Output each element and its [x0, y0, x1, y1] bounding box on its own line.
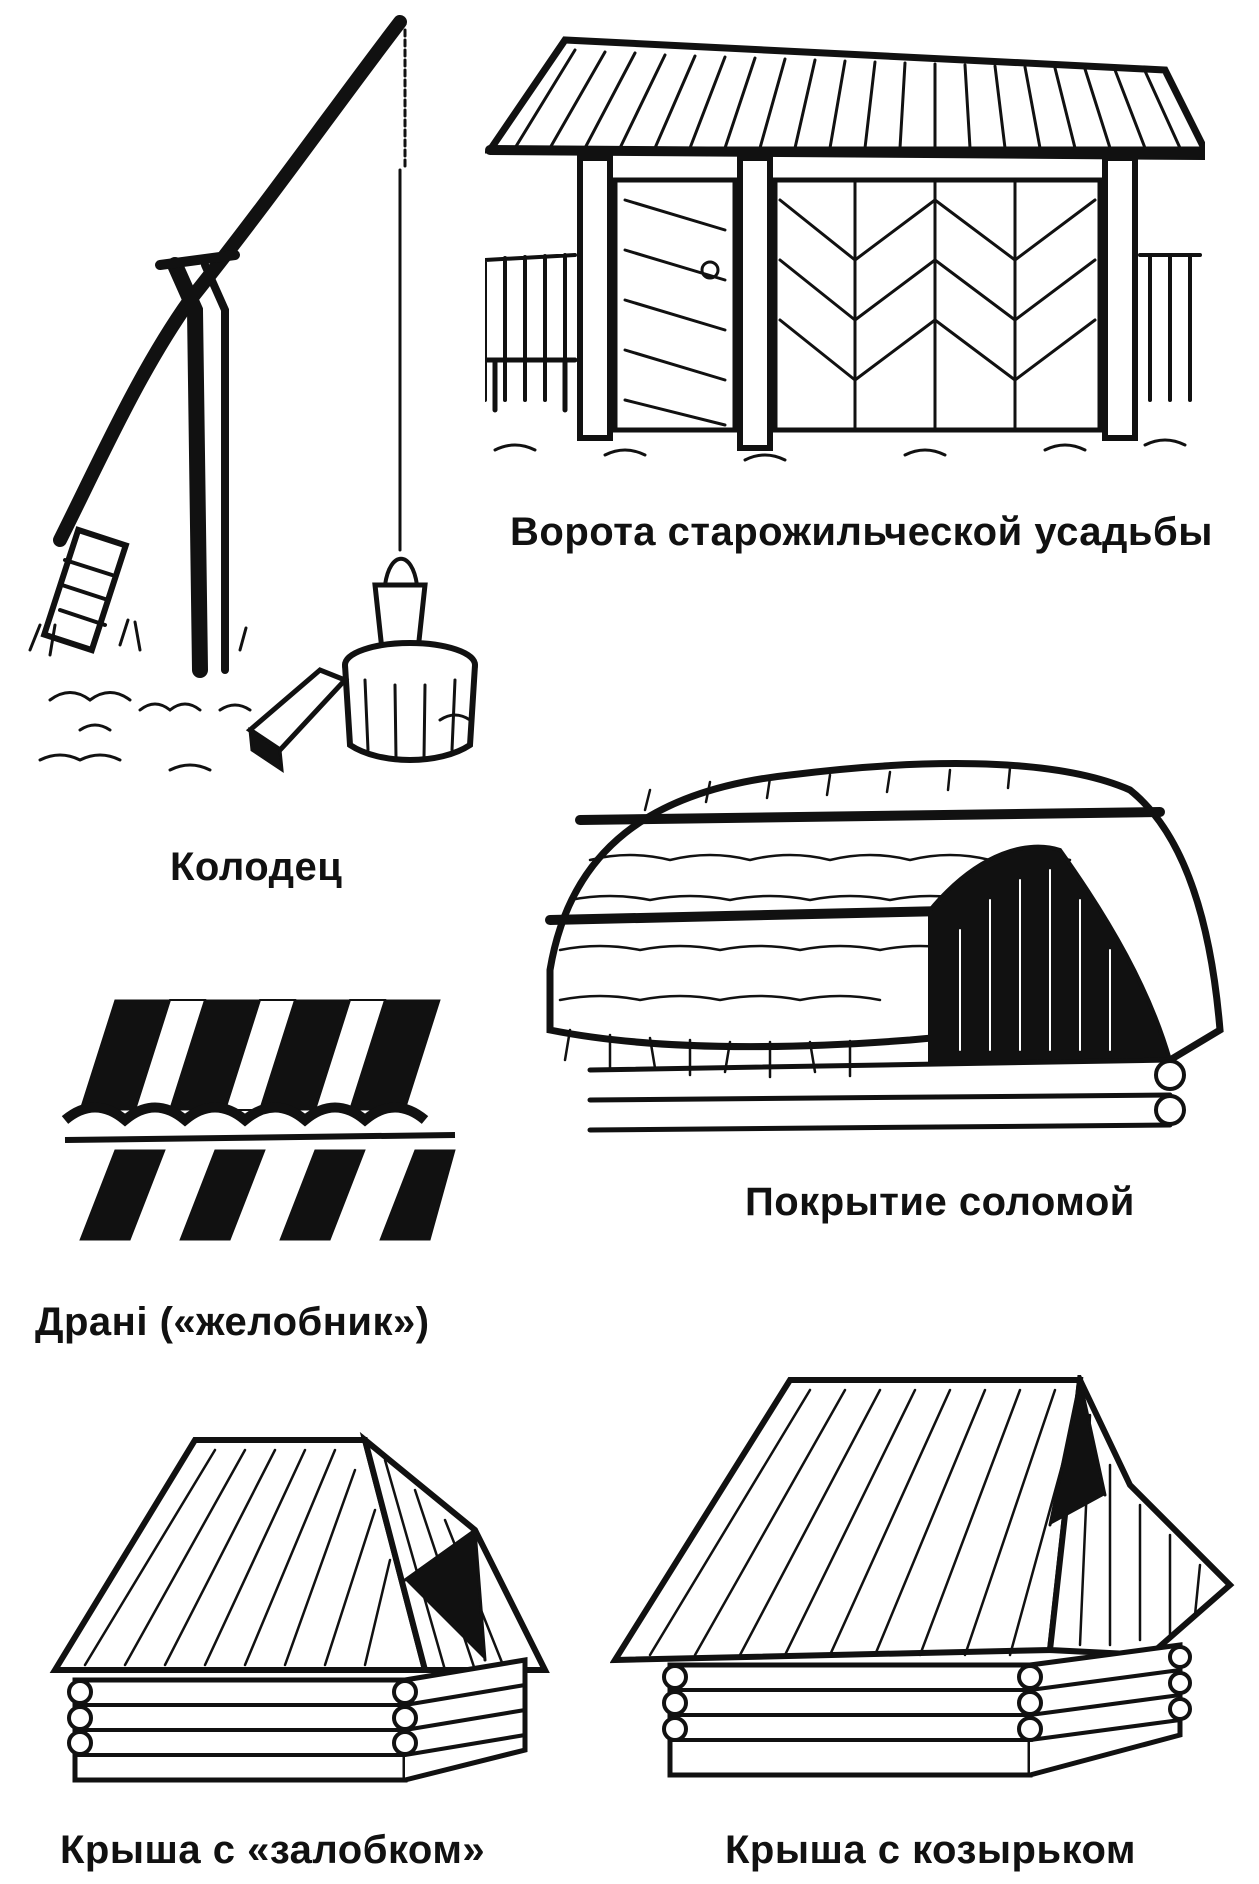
roof-kozyrek-caption: Крыша с козырьком: [725, 1828, 1137, 1872]
roof-zalobok-drawing: [49, 1431, 550, 1783]
straw-caption: Покрытие соломой: [745, 1180, 1135, 1224]
gate-drawing: [485, 36, 1205, 462]
roof-kozyrek-drawing: [610, 1375, 1235, 1778]
well-illustration: [20, 10, 490, 780]
shingle-illustration: [60, 990, 460, 1250]
roof-zalobok-illustration: [45, 1430, 565, 1790]
straw-roof-illustration: [530, 730, 1230, 1150]
well-caption: Колодец: [170, 845, 343, 889]
straw-roof-drawing: [545, 760, 1224, 1133]
well-drawing: [28, 15, 478, 774]
roof-zalobok-caption: Крыша с «залобком»: [60, 1828, 486, 1872]
shingle-drawing: [61, 995, 456, 1245]
gate-caption: Ворота старожильческой усадьбы: [510, 510, 1213, 554]
shingle-caption: Драні («желобник»): [35, 1300, 430, 1344]
gate-illustration: [485, 30, 1205, 480]
roof-kozyrek-illustration: [610, 1375, 1240, 1795]
